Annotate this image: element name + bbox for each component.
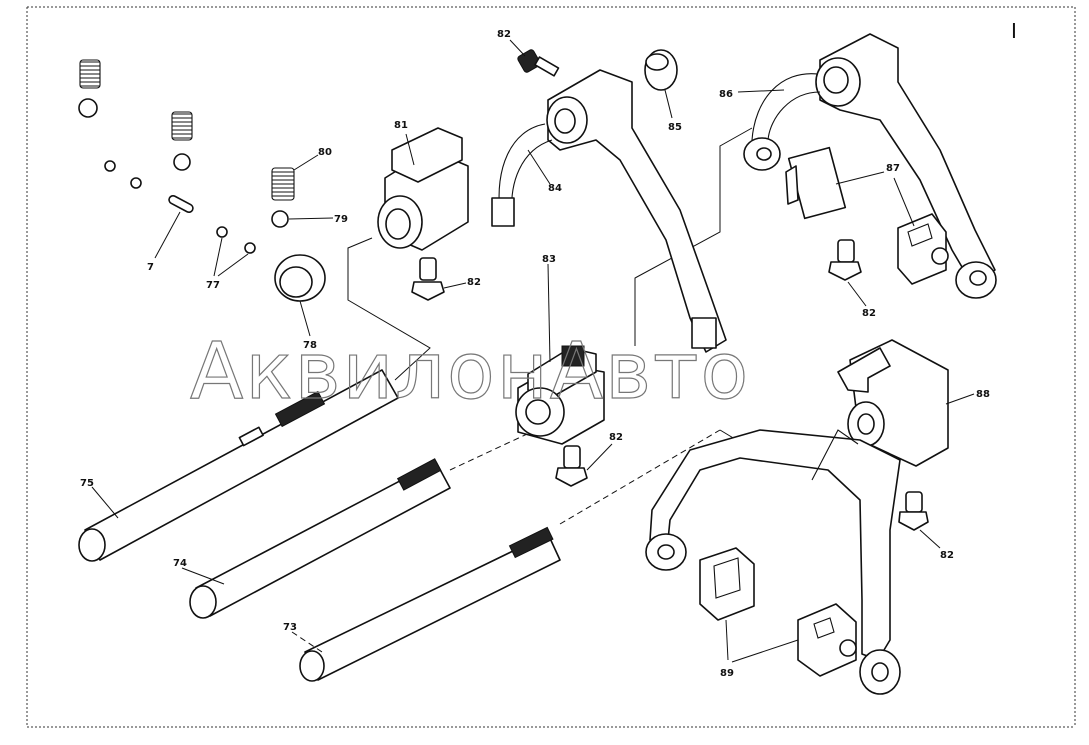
ball-small-2 [130,177,142,189]
bolt-82-right-upper [828,239,867,307]
spring-top-left [78,59,101,118]
callout-82-center: 82 [609,432,623,443]
pad-89-left [699,547,755,661]
callout-83: 83 [542,254,556,265]
pad-87-upper [785,146,885,220]
callout-81: 81 [394,120,408,131]
pad-87-lower [893,177,949,285]
bolt-82-right-lower [898,491,941,549]
callout-74: 74 [173,558,187,569]
callout-80: 80 [318,147,332,158]
shift-block-81 [377,127,469,251]
callout-89: 89 [720,668,734,679]
ball-79 [271,210,334,228]
callout-77: 77 [206,280,220,291]
callout-7: 7 [147,262,154,273]
ball-small-1 [104,160,116,172]
callout-73: 73 [283,622,297,633]
drawing-frame [26,6,1076,728]
callout-75: 75 [80,478,94,489]
shift-rail-73 [291,526,561,682]
callout-87: 87 [886,163,900,174]
bolt-82-center [555,443,613,487]
callout-78: 78 [303,340,317,351]
shift-fork-88 [645,339,975,695]
balls-77 [213,226,256,277]
shift-fork-86 [737,33,997,299]
sheet-number: I [1011,19,1017,43]
shift-rail-75 [78,369,399,562]
shift-block-83 [515,263,605,445]
callout-79: 79 [334,214,348,225]
shift-fork-84 [491,69,727,353]
bolt-82-left [411,257,467,301]
callout-88: 88 [976,389,990,400]
callout-82-right-lower: 82 [940,550,954,561]
callout-labels: 7 73 74 75 77 78 79 80 81 82 82 82 82 82… [80,29,990,679]
spring-middle-left [171,111,193,171]
callout-86: 86 [719,89,733,100]
watermark: АквилонАвто [190,327,750,417]
bushing-78 [274,254,326,337]
callout-82-top: 82 [497,29,511,40]
shift-rail-74 [181,458,451,619]
callout-85: 85 [668,122,682,133]
callout-84: 84 [548,183,562,194]
plug-85 [644,49,678,119]
pin-7 [154,194,194,259]
pad-89-right [731,603,857,677]
spring-80 [271,154,319,201]
bolt-82-top [509,39,560,77]
callout-82-left: 82 [467,277,481,288]
callout-82-right-upper: 82 [862,308,876,319]
